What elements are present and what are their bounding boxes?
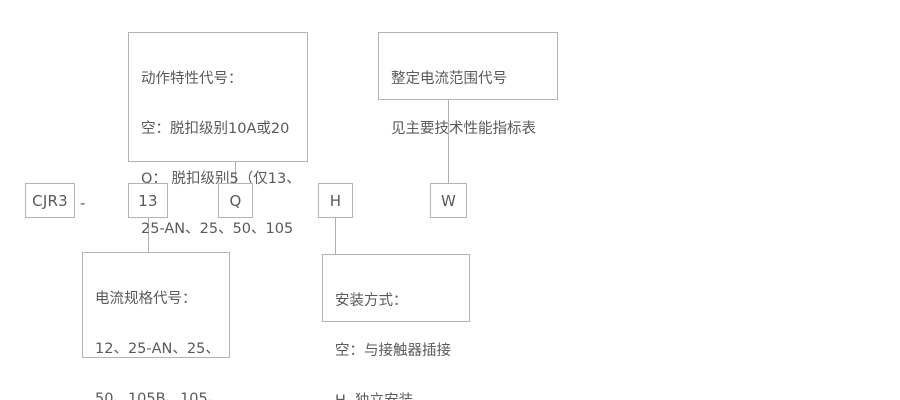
segment-trip-characteristic: Q [218,183,253,218]
note-line: 见主要技术性能指标表 [391,120,536,137]
segment-label: CJR3 [32,191,68,210]
segment-current-range: W [430,183,467,218]
note-line: 空：与接触器插接 [335,342,451,359]
note-line: 12、25-AN、25、 [95,340,220,357]
segment-current-rating: 13 [128,183,168,218]
segment-series: CJR3 [25,183,75,218]
note-current-rating: 电流规格代号： 12、25-AN、25、 50、105B、105、 160B、1… [82,252,230,400]
note-trip-characteristic: 动作特性代号： 空：脱扣级别10A或20 Q： 脱扣级别5（仅13、 25-AN… [128,32,308,286]
designation-separator: - [80,194,86,212]
note-line: 50、105B、105、 [95,390,223,400]
connector-mounting [335,218,336,254]
connector-current-range [448,100,449,183]
note-line: H 独立安装 [335,389,459,400]
note-mounting: 安装方式： 空：与接触器插接 H 独立安装 [322,254,470,400]
connector-current-rating [148,218,149,252]
note-line: 整定电流范围代号 [391,70,507,87]
note-line: 安装方式： [335,292,408,309]
note-line: Q： 脱扣级别5（仅13、 [141,170,301,187]
segment-label: W [440,191,457,210]
note-current-range: 整定电流范围代号 见主要技术性能指标表 [378,32,558,137]
note-line: 空：脱扣级别10A或20 [141,120,290,137]
segment-mounting: H [318,183,353,218]
segment-label: 13 [138,191,158,210]
note-line: 25-AN、25、50、105 [141,220,294,237]
segment-label: H [329,191,342,210]
note-line: 动作特性代号： [141,70,243,87]
segment-label: Q [229,191,242,210]
connector-trip-characteristic [235,162,236,183]
note-line: 电流规格代号： [95,290,197,307]
